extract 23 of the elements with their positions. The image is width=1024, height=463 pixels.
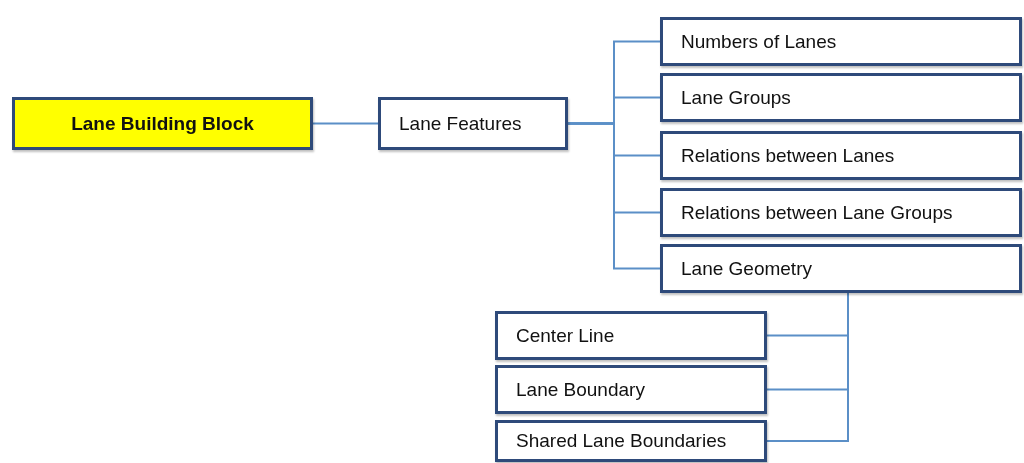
box-label: Lane Geometry: [681, 257, 812, 280]
category-box: [660, 17, 1022, 66]
category-box: [660, 188, 1022, 237]
connector-line: [567, 122, 661, 270]
category-box: [495, 420, 767, 462]
box-label: Relations between Lane Groups: [681, 201, 953, 224]
category-box: [495, 365, 767, 414]
box-label: Lane Features: [399, 112, 522, 135]
box-label: Lane Boundary: [516, 378, 645, 401]
box-label: Numbers of Lanes: [681, 30, 837, 53]
category-box: [378, 97, 568, 150]
category-box: [660, 131, 1022, 180]
box-label: Shared Lane Boundaries: [516, 430, 727, 452]
category-box: [660, 73, 1022, 122]
category-box: [495, 311, 767, 360]
box-label: Lane Building Block: [71, 112, 254, 135]
connector-line: [312, 122, 379, 125]
box-label: Relations between Lanes: [681, 144, 895, 167]
box-label: Lane Groups: [681, 86, 791, 109]
root-box: [12, 97, 313, 150]
box-label: Center Line: [516, 324, 615, 347]
category-box: [660, 244, 1022, 293]
connector-line: [766, 292, 849, 442]
